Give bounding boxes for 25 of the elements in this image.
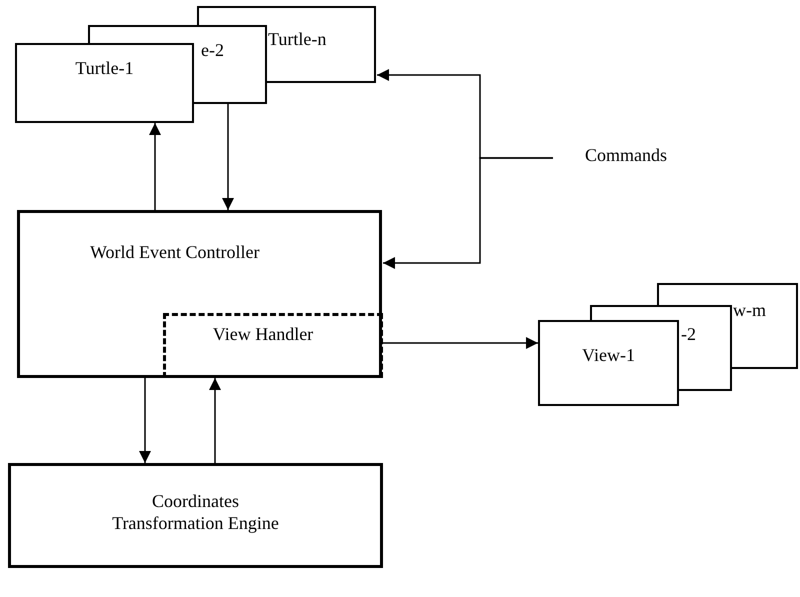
arrow (139, 378, 151, 463)
stacked-card (266, 6, 376, 83)
arrow (149, 123, 161, 210)
box-label: Coordinates Transformation Engine (111, 490, 280, 534)
box-label: Turtle-n (268, 28, 326, 50)
stacked-card (731, 283, 798, 369)
box-label: View Handler (212, 323, 314, 345)
box-label: Turtle-1 (74, 57, 135, 79)
arrow (222, 104, 234, 210)
box-label: View-1 (581, 344, 636, 366)
arrow (209, 378, 221, 463)
box-label: World Event Controller (90, 241, 260, 263)
stacked-card (193, 25, 267, 104)
engine-box (8, 463, 383, 568)
turtle-box (15, 43, 194, 123)
box-label: -2 (681, 323, 696, 345)
view-box (538, 320, 679, 406)
box-label: e-2 (201, 39, 224, 61)
box-label: w-m (733, 299, 766, 321)
controller-box (17, 210, 382, 378)
arrow (383, 337, 538, 349)
view-handler-box (163, 313, 383, 378)
box-label: Commands (585, 144, 668, 166)
stacked-card (677, 305, 732, 391)
arrow (383, 157, 553, 269)
